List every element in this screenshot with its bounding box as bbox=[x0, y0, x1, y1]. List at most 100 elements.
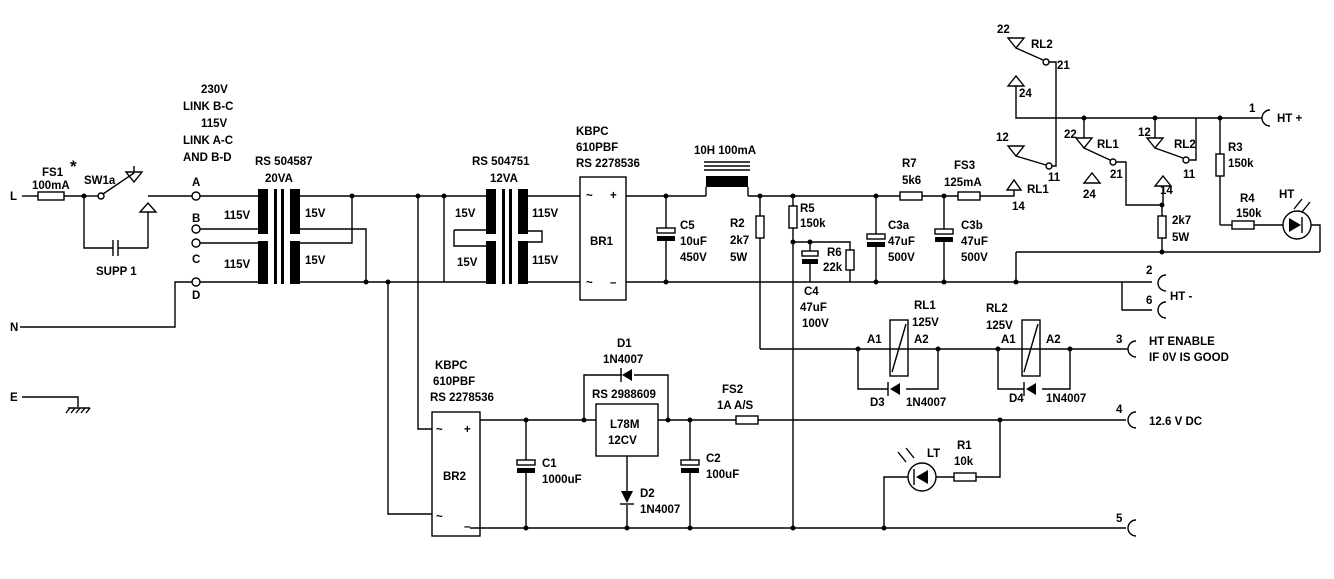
resistor-r1: R1 10k bbox=[953, 420, 1001, 482]
out5-pin: 5 bbox=[1116, 513, 1123, 525]
rl2-a1: A1 bbox=[1001, 334, 1016, 346]
br1-line2: 610PBF bbox=[576, 142, 618, 154]
out3-label1: HT ENABLE bbox=[1149, 336, 1215, 348]
rl2-a2: A2 bbox=[1046, 334, 1061, 346]
rl1-a1: A1 bbox=[867, 334, 882, 346]
output-5: 5 bbox=[470, 513, 1137, 537]
relay-rl2-coil: RL2 125V A1 A2 D4 1N4007 bbox=[986, 303, 1086, 405]
resistor-r7: R7 5k6 bbox=[899, 158, 958, 201]
fs3-rating: 125mA bbox=[944, 177, 982, 189]
fuse-fs3: FS3 125mA bbox=[944, 160, 1006, 201]
br2-minus: – bbox=[464, 521, 471, 533]
rl1-volts: 125V bbox=[912, 317, 939, 329]
earth-symbol bbox=[65, 407, 91, 414]
d3-ref: D3 bbox=[870, 397, 885, 409]
c4-value: 47uF bbox=[800, 302, 827, 314]
d4-part: 1N4007 bbox=[1046, 393, 1086, 405]
relay-rl1-coil: RL1 125V A1 A2 D3 1N4007 bbox=[855, 300, 946, 409]
br1-ac-2: ~ bbox=[586, 277, 593, 289]
terminal-a-label: A bbox=[192, 177, 200, 189]
rl1-contact-24-label: 24 bbox=[1083, 189, 1096, 201]
r7-ref: R7 bbox=[902, 158, 917, 170]
c3a-value: 47uF bbox=[888, 236, 915, 248]
rl1-contact-22-label: 22 bbox=[1064, 129, 1077, 141]
br2-line2: 610PBF bbox=[433, 376, 475, 388]
led-ht: HT bbox=[1279, 189, 1321, 252]
t1-rating: 20VA bbox=[265, 173, 293, 185]
br1-plus: + bbox=[610, 190, 617, 202]
rl1-ref-mid: RL1 bbox=[1097, 139, 1119, 151]
transformer-1: RS 504587 20VA 115V 115V 15V 15V bbox=[224, 156, 454, 515]
rl2-contact-11-label: 11 bbox=[1183, 169, 1196, 181]
regulator: RS 2988609 L78M 12CV D1 1N4007 D2 1N4007 bbox=[581, 338, 736, 531]
c3a-ref: C3a bbox=[888, 220, 910, 232]
fs3-ref: FS3 bbox=[954, 160, 975, 172]
rs-value: 2k7 bbox=[1172, 215, 1191, 227]
fuse-fs2: FS2 1A A/S bbox=[717, 384, 1003, 425]
d4-ref: D4 bbox=[1009, 393, 1024, 405]
r3-ref: R3 bbox=[1228, 142, 1243, 154]
rl1-ref: RL1 bbox=[914, 300, 936, 312]
t1-primary-1: 115V bbox=[224, 210, 251, 222]
br2-ref: BR2 bbox=[443, 471, 466, 483]
resistor-r5: R5 150k R6 22k bbox=[788, 196, 855, 531]
t2-high-1: 115V bbox=[532, 208, 559, 220]
r6-ref: R6 bbox=[827, 247, 842, 259]
voltage-select: 230V LINK B-C 115V LINK A-C AND B-D A B … bbox=[183, 84, 258, 302]
r7-value: 5k6 bbox=[902, 175, 921, 187]
capacitor-c4: C4 47uF 100V bbox=[800, 242, 829, 330]
capacitor-c5: C5 10uF 450V bbox=[656, 196, 707, 282]
rl2-ref: RL2 bbox=[986, 303, 1008, 315]
output-4: 4 12.6 V DC bbox=[1000, 404, 1202, 429]
live-label: L bbox=[10, 191, 17, 203]
neutral-label: N bbox=[10, 322, 18, 334]
out2-pin: 2 bbox=[1146, 265, 1152, 277]
vsel-line-5: AND B-D bbox=[183, 152, 232, 164]
vsel-line-4: LINK A-C bbox=[183, 135, 233, 147]
supp1-label: SUPP 1 bbox=[96, 266, 137, 278]
d2-part: 1N4007 bbox=[640, 504, 680, 516]
r3-value: 150k bbox=[1228, 158, 1254, 170]
d1-ref: D1 bbox=[617, 338, 632, 350]
reg-voltage: 12CV bbox=[608, 435, 637, 447]
br2-line3: RS 2278536 bbox=[430, 392, 494, 404]
bridge-rectifier-br1: KBPC 610PBF RS 2278536 BR1 ~ + ~ – bbox=[576, 126, 640, 301]
r2-ref: R2 bbox=[730, 218, 745, 230]
c3b-value: 47uF bbox=[961, 236, 988, 248]
vsel-line-2: LINK B-C bbox=[183, 101, 233, 113]
capacitor-c3a: C3a 47uF 500V bbox=[866, 196, 915, 282]
vsel-line-1: 230V bbox=[201, 84, 228, 96]
c5-value: 10uF bbox=[680, 236, 707, 248]
earth-label: E bbox=[10, 392, 18, 404]
rl2-volts: 125V bbox=[986, 320, 1013, 332]
r5-ref: R5 bbox=[800, 203, 815, 215]
br2-ac-1: ~ bbox=[436, 424, 443, 436]
ht-led-label: HT bbox=[1279, 189, 1294, 201]
mains-input: L N E bbox=[10, 191, 200, 414]
t2-low-2: 15V bbox=[457, 257, 478, 269]
t1-primary-2: 115V bbox=[224, 259, 251, 271]
terminal-d-label: D bbox=[192, 290, 200, 302]
fs1-mark: * bbox=[70, 157, 77, 176]
ht-rail: 10H 100mA bbox=[626, 145, 1132, 285]
br1-ref: BR1 bbox=[590, 236, 614, 248]
r6-value: 22k bbox=[823, 262, 843, 274]
transformer-2: RS 504751 12VA 15V 15V 115V 115V bbox=[441, 156, 580, 284]
reg-part-no: RS 2988609 bbox=[592, 389, 656, 401]
c5-ref: C5 bbox=[680, 220, 695, 232]
capacitor-c1: C1 1000uF bbox=[516, 417, 582, 531]
t2-high-2: 115V bbox=[532, 255, 559, 267]
lt-led-label: LT bbox=[927, 448, 940, 460]
rl1-contact-14-label: 14 bbox=[1012, 201, 1025, 213]
r2-power: 5W bbox=[730, 252, 747, 264]
resistor-r4: R4 150k bbox=[1231, 193, 1283, 230]
t1-part: RS 504587 bbox=[255, 156, 313, 168]
resistor-r2: R2 2k7 5W bbox=[730, 196, 1126, 350]
c1-value: 1000uF bbox=[542, 474, 582, 486]
rl2-contact-22-label: 22 bbox=[997, 24, 1010, 36]
switch-sw1a: SW1a SUPP 1 bbox=[81, 166, 192, 278]
d1-part: 1N4007 bbox=[603, 354, 643, 366]
output-6: 6 HT - bbox=[1121, 282, 1193, 319]
t2-part: RS 504751 bbox=[472, 156, 530, 168]
rl1-contact-21-label: 21 bbox=[1110, 169, 1123, 181]
